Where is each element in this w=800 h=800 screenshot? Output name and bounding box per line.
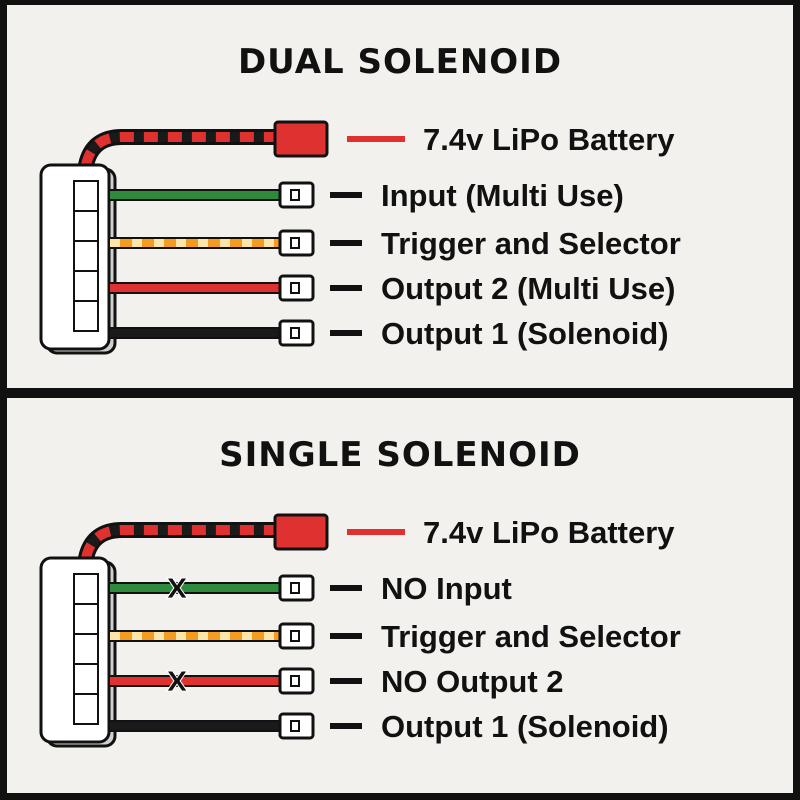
panel-single: SINGLE SOLENOID 7.4v LiPo Battery NO Input… (7, 398, 793, 793)
panel-title: DUAL SOLENOID (238, 42, 562, 82)
terminal-pin-hole (290, 630, 300, 642)
terminal-pin-hole (290, 675, 300, 687)
battery-cable-red-stripes (81, 132, 280, 167)
terminal-pin-hole (290, 282, 300, 294)
wire-label-output1: Output 1 (Solenoid) (381, 709, 669, 744)
connector-pin-slot (73, 603, 99, 635)
connector-pin-slot (73, 180, 99, 212)
disabled-x-mark: X (166, 665, 188, 698)
terminal-pin-hole (290, 237, 300, 249)
battery-label: 7.4v LiPo Battery (423, 515, 675, 550)
terminal-pin (278, 622, 315, 650)
wire-output2 (110, 677, 282, 685)
terminal-pin (278, 181, 315, 209)
terminal-pin (278, 574, 315, 602)
wire-label-trigger: Trigger and Selector (381, 619, 681, 654)
connector-pin-slot (73, 270, 99, 302)
wire-input (110, 191, 282, 199)
terminal-pin-hole (290, 327, 300, 339)
terminal-pin (278, 319, 315, 347)
disabled-x-mark: X (166, 572, 188, 605)
connector-pin-slot (73, 633, 99, 665)
wire-output1 (110, 329, 282, 337)
terminal-pin-hole (290, 720, 300, 732)
wire-trigger (110, 632, 282, 640)
terminal-pin-hole (290, 582, 300, 594)
terminal-pin (278, 229, 315, 257)
wire-label-output1: Output 1 (Solenoid) (381, 316, 669, 351)
terminal-pin (278, 667, 315, 695)
battery-plug (273, 513, 329, 551)
wire-label-output2: Output 2 (Multi Use) (381, 271, 675, 306)
terminal-pin-hole (290, 189, 300, 201)
wire-label-output2: NO Output 2 (381, 664, 564, 699)
wire-label-input: Input (Multi Use) (381, 178, 624, 213)
connector-pin-slot (73, 663, 99, 695)
panel-title: SINGLE SOLENOID (219, 435, 581, 475)
wire-trigger (110, 239, 282, 247)
connector-pin-slot (73, 210, 99, 242)
connector-pin-slot (73, 693, 99, 725)
battery-label: 7.4v LiPo Battery (423, 122, 675, 157)
terminal-pin (278, 274, 315, 302)
battery-plug (273, 120, 329, 158)
battery-cable-red-stripes (81, 525, 280, 560)
connector-pin-slot (73, 300, 99, 332)
wire-input (110, 584, 282, 592)
connector-pin-slot (73, 573, 99, 605)
terminal-pin (278, 712, 315, 740)
connector-pin-slot (73, 240, 99, 272)
wire-output2 (110, 284, 282, 292)
wire-label-trigger: Trigger and Selector (381, 226, 681, 261)
wire-label-input: NO Input (381, 571, 512, 606)
wire-output1 (110, 722, 282, 730)
